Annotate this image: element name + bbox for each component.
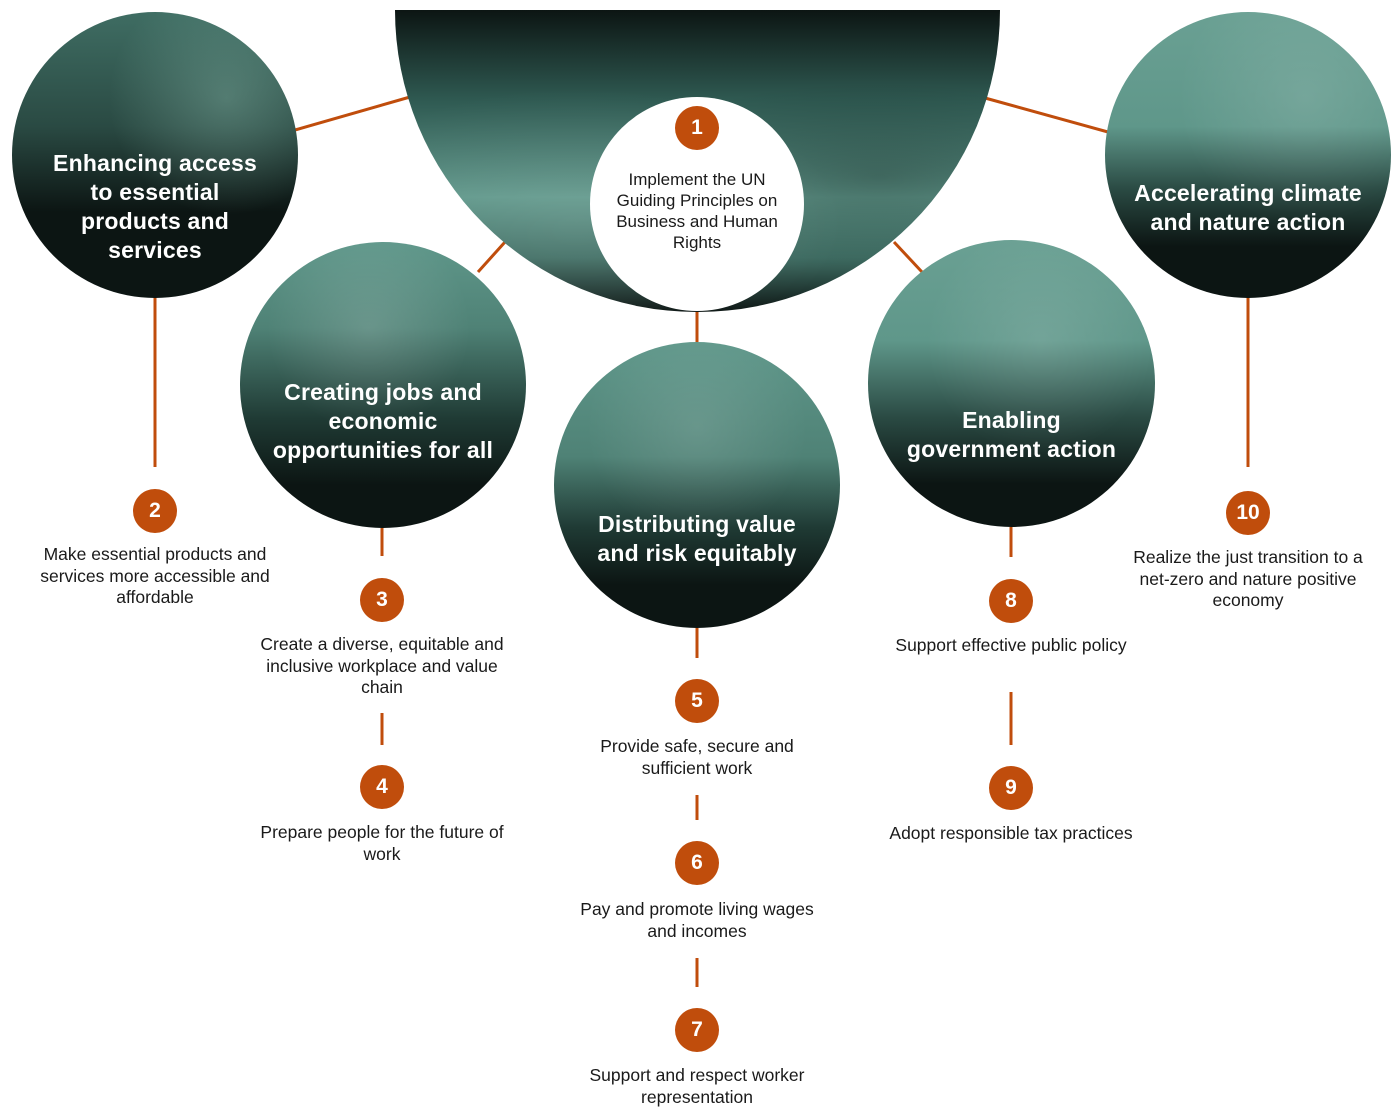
cluster-circle-distributing-value: Distributing value and risk equitably xyxy=(554,342,840,628)
cluster-title-essential-products: Enhancing access to essential products a… xyxy=(53,150,257,263)
action-badge-9: 9 xyxy=(989,766,1033,810)
cluster-circle-climate: Accelerating climate and nature action xyxy=(1105,12,1391,298)
connector-hub-cluster-2 xyxy=(476,240,507,274)
cluster-title-climate: Accelerating climate and nature action xyxy=(1134,180,1362,235)
action-badge-3: 3 xyxy=(360,578,404,622)
action-badge-2: 2 xyxy=(133,489,177,533)
connector-hub-cluster-5 xyxy=(984,96,1109,134)
action-label-8: Support effective public policy xyxy=(895,635,1127,655)
smiling-women-photo-icon xyxy=(240,242,526,528)
action-label-3: Create a diverse, equitable and inclusiv… xyxy=(260,634,504,697)
wind-turbines-photo-icon xyxy=(1105,12,1391,298)
action-label-10: Realize the just transition to a net-zer… xyxy=(1133,547,1363,610)
action-label-2: Make essential products and services mor… xyxy=(40,544,270,607)
cluster-title-jobs: Creating jobs and economic opportunities… xyxy=(272,379,494,463)
action-badge-10: 10 xyxy=(1226,491,1270,535)
action-badge-1: 1 xyxy=(675,106,719,150)
action-badge-4: 4 xyxy=(360,765,404,809)
action-label-9: Adopt responsible tax practices xyxy=(889,823,1133,843)
action-label-6: Pay and promote living wages and incomes xyxy=(580,899,814,941)
action-label-4: Prepare people for the future of work xyxy=(260,822,504,864)
cluster-title-distributing-value: Distributing value and risk equitably xyxy=(597,511,797,566)
action-badge-8: 8 xyxy=(989,579,1033,623)
connector-hub-cluster-1 xyxy=(294,95,411,132)
handshake-photo-icon xyxy=(868,240,1155,527)
chalkboard-photo-icon xyxy=(12,12,298,298)
action-label-5: Provide safe, secure and sufficient work xyxy=(600,736,794,778)
hub-text: Implement the UN Guiding Principles on B… xyxy=(616,170,778,252)
garment-factory-photo-icon xyxy=(554,342,840,628)
cluster-circle-jobs: Creating jobs and economic opportunities… xyxy=(240,242,526,528)
cluster-circle-government: Enabling government action xyxy=(868,240,1155,527)
connector-hub-cluster-4 xyxy=(892,240,924,274)
action-badge-6: 6 xyxy=(675,841,719,885)
action-badge-7: 7 xyxy=(675,1008,719,1052)
cluster-title-government: Enabling government action xyxy=(906,407,1117,462)
hub-inner-circle: 1 Implement the UN Guiding Principles on… xyxy=(590,97,804,311)
action-label-7: Support and respect worker representatio… xyxy=(589,1065,805,1107)
cluster-circle-essential-products: Enhancing access to essential products a… xyxy=(12,12,298,298)
action-badge-5: 5 xyxy=(675,679,719,723)
